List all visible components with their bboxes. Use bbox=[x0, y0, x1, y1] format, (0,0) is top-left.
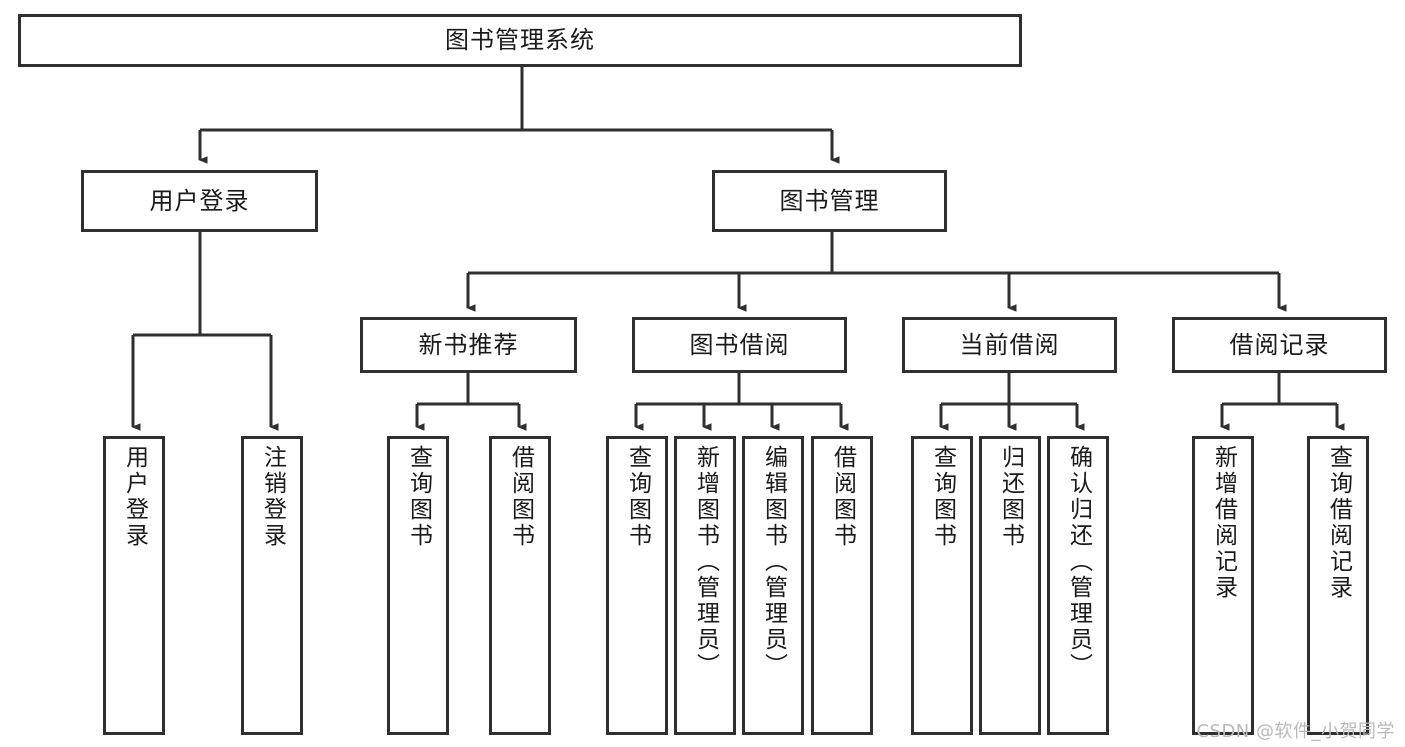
leaf-query-book-borrow[interactable]: 查询图书 bbox=[606, 436, 668, 735]
leaf-query-book-recommend[interactable]: 查询图书 bbox=[387, 436, 449, 735]
leaf-borrow-book[interactable]: 借阅图书 bbox=[811, 436, 873, 735]
node-label: 图书借阅 bbox=[689, 330, 790, 359]
node-label: 查询图书 bbox=[929, 445, 956, 549]
node-book-management[interactable]: 图书管理 bbox=[712, 170, 947, 232]
leaf-add-book[interactable]: 新增图书（管理员） bbox=[674, 436, 736, 735]
leaf-borrow-book-recommend[interactable]: 借阅图书 bbox=[489, 436, 551, 735]
node-label: 新书推荐 bbox=[418, 330, 519, 359]
node-label: 新增借阅记录 bbox=[1210, 445, 1237, 601]
node-label: 图书管理系统 bbox=[445, 26, 595, 55]
leaf-query-borrow-record[interactable]: 查询借阅记录 bbox=[1307, 436, 1369, 735]
node-label: 借阅图书 bbox=[507, 445, 534, 549]
leaf-user-login[interactable]: 用户登录 bbox=[103, 436, 165, 735]
node-label: 当前借阅 bbox=[959, 330, 1060, 359]
node-label: 查询借阅记录 bbox=[1325, 445, 1352, 601]
node-label: 查询图书 bbox=[624, 445, 651, 549]
node-current-borrow[interactable]: 当前借阅 bbox=[902, 317, 1117, 373]
node-book-borrow[interactable]: 图书借阅 bbox=[632, 317, 847, 373]
leaf-add-borrow-record[interactable]: 新增借阅记录 bbox=[1192, 436, 1254, 735]
leaf-edit-book[interactable]: 编辑图书（管理员） bbox=[742, 436, 804, 735]
node-label: 注销登录 bbox=[259, 445, 286, 549]
leaf-return-book[interactable]: 归还图书 bbox=[979, 436, 1041, 735]
node-label: 确认归还（管理员） bbox=[1065, 445, 1092, 679]
node-user-login[interactable]: 用户登录 bbox=[81, 170, 318, 232]
node-label: 查询图书 bbox=[405, 445, 432, 549]
node-label: 图书管理 bbox=[779, 186, 880, 215]
node-label: 归还图书 bbox=[997, 445, 1024, 549]
node-label: 借阅记录 bbox=[1229, 330, 1330, 359]
leaf-query-book-current[interactable]: 查询图书 bbox=[911, 436, 973, 735]
node-label: 编辑图书（管理员） bbox=[760, 445, 787, 679]
node-label: 新增图书（管理员） bbox=[692, 445, 719, 679]
node-root-book-management-system[interactable]: 图书管理系统 bbox=[18, 14, 1022, 67]
node-label: 用户登录 bbox=[149, 186, 250, 215]
leaf-confirm-return[interactable]: 确认归还（管理员） bbox=[1047, 436, 1109, 735]
node-label: 借阅图书 bbox=[829, 445, 856, 549]
leaf-logout-login[interactable]: 注销登录 bbox=[241, 436, 303, 735]
node-new-book-recommend[interactable]: 新书推荐 bbox=[360, 317, 577, 373]
node-borrow-record[interactable]: 借阅记录 bbox=[1172, 317, 1387, 373]
node-label: 用户登录 bbox=[121, 445, 148, 549]
